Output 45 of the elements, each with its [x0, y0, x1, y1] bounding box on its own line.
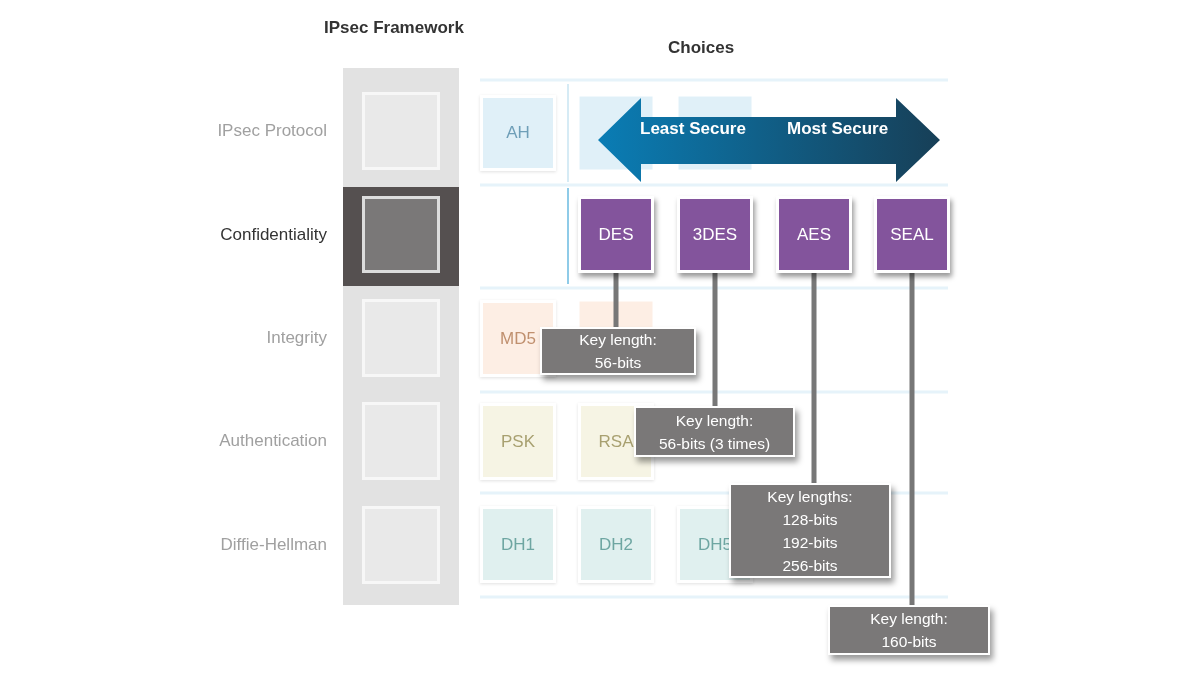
arrow-label: Most Secure: [787, 119, 889, 139]
row-label: Authentication: [219, 431, 327, 451]
algorithm-box: [578, 196, 654, 273]
callout-text: 56-bits: [594, 353, 642, 373]
callout-text: 192-bits: [782, 532, 838, 553]
algorithm-box: [776, 196, 852, 273]
algorithm-box: [677, 196, 753, 273]
box-label: MD5: [500, 328, 536, 349]
callout-text: Key length:: [870, 609, 948, 629]
callout-text: 160-bits: [881, 632, 937, 652]
choice-box: [480, 506, 556, 583]
choice-box: [578, 506, 654, 583]
connector-line: [613, 273, 619, 327]
key-length-callout: [729, 483, 891, 578]
box-label: SEAL: [890, 224, 934, 245]
key-length-callout: [828, 605, 990, 655]
connector-line: [909, 273, 915, 605]
connector-line: [811, 273, 817, 483]
choice-box: [480, 403, 556, 480]
title: IPsec Framework: [324, 18, 464, 38]
callout-text: Key lengths:: [767, 486, 853, 507]
box-label: AH: [506, 123, 530, 143]
choice-box: [480, 95, 556, 171]
callout-text: 56-bits (3 times): [658, 433, 771, 454]
box-label: RSA: [598, 431, 634, 452]
row-label: Integrity: [266, 328, 327, 348]
callout-text: Key length:: [675, 410, 754, 431]
box-label: DH1: [501, 534, 535, 555]
connector-line: [712, 273, 718, 406]
row-label: Diffie-Hellman: [220, 535, 327, 555]
box-label: DH2: [599, 534, 633, 555]
callout-text: 128-bits: [782, 509, 838, 530]
algorithm-box: [874, 196, 950, 273]
box-label: AES: [797, 224, 831, 245]
box-label: DES: [598, 224, 634, 245]
box-label: PSK: [501, 431, 535, 452]
section-heading: Choices: [668, 38, 735, 58]
callout-text: Key length:: [579, 330, 657, 350]
box-label: 3DES: [692, 224, 738, 245]
key-length-callout: [634, 406, 795, 457]
arrow-label: Least Secure: [640, 119, 746, 139]
row-label: Confidentiality: [220, 224, 327, 245]
callout-text: 256-bits: [782, 555, 838, 576]
key-length-callout: [540, 327, 696, 375]
row-label: IPsec Protocol: [217, 121, 327, 141]
